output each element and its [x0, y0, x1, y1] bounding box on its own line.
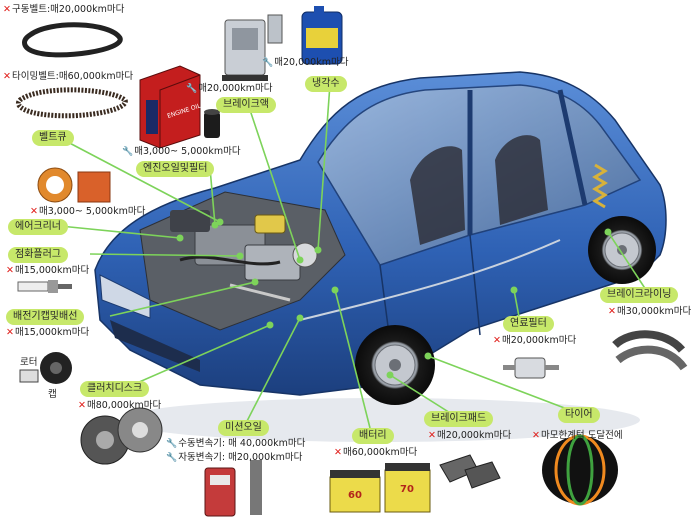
brake-lining-picture — [612, 330, 688, 371]
replace-x-icon: ✕ — [3, 4, 11, 15]
wrench-icon: 🔧 — [262, 58, 274, 68]
fuel-filter-picture — [503, 357, 559, 379]
transmission-oil-machine-picture — [204, 460, 262, 517]
leader-dots — [176, 218, 612, 379]
coolant-label: 냉각수 — [305, 76, 347, 92]
distributor-interval-note: ✕매15,000km마다 — [6, 327, 89, 339]
brake-fluid-interval-2: 매20,000km마다 — [198, 83, 273, 94]
transmission-oil-label: 미션오일 — [218, 420, 269, 436]
timing-belt-name: 타이밍벨트 — [11, 71, 56, 82]
wrench-icon: 🔧 — [122, 147, 134, 157]
brake-lining-label: 브레이크라이닝 — [600, 287, 679, 303]
tire-interval-note: ✕마모한계턱 도달전에 — [532, 430, 623, 442]
engine-oil-interval: 매3,000~ 5,000km마다 — [134, 146, 241, 157]
clutch-disc-label: 클러치디스크 — [80, 381, 150, 397]
distributor-parts-picture — [19, 352, 72, 384]
replace-x-icon: ✕ — [6, 327, 14, 338]
battery-interval-note: ✕매60,000km마다 — [334, 447, 417, 459]
brake-fluid-machine-picture — [222, 14, 283, 81]
battery-interval: 매60,000km마다 — [342, 447, 418, 458]
replace-x-icon: ✕ — [493, 335, 501, 346]
air-cleaner-interval-note: ✕매3,000~ 5,000km마다 — [30, 206, 145, 218]
brake-lining-interval: 매30,000km마다 — [616, 306, 692, 317]
spark-plug-label: 점화플러그 — [8, 247, 68, 263]
fuel-filter-interval: 매20,000km마다 — [501, 335, 577, 346]
drive-belt-callout: ✕구동벨트:매20,000km마다 — [3, 4, 125, 15]
air-cleaner-interval: 매3,000~ 5,000km마다 — [38, 206, 146, 217]
replace-x-icon: ✕ — [532, 430, 540, 441]
timing-belt-callout: ✕타이밍벨트:매60,000km마다 — [3, 71, 134, 82]
coolant-can-picture — [301, 6, 343, 65]
wrench-icon: 🔧 — [166, 439, 178, 449]
replace-x-icon: ✕ — [428, 430, 436, 441]
brake-fluid-label: 브레이크액 — [216, 97, 276, 113]
brake-pad-picture — [439, 454, 501, 489]
auto-transmission-note: 🔧자동변속기: 매20,000km마다 — [166, 452, 302, 464]
fuel-filter-label: 연료필터 — [503, 316, 554, 332]
tire-interval: 마모한계턱 도달전에 — [540, 430, 623, 441]
battery-right-text: 70 — [400, 484, 414, 495]
tire-label: 타이어 — [558, 407, 600, 423]
spark-plug-picture — [17, 280, 72, 293]
battery-label: 배터리 — [352, 428, 394, 444]
car-illustration — [94, 71, 667, 442]
manual-transmission-interval: 수동변속기: 매 40,000km마다 — [178, 438, 306, 449]
replace-x-icon: ✕ — [78, 400, 86, 411]
drive-belt-interval: 매20,000km마다 — [50, 4, 125, 15]
auto-transmission-interval: 자동변속기: 매20,000km마다 — [178, 452, 303, 463]
battery-left-text: 60 — [348, 490, 362, 501]
replace-x-icon: ✕ — [30, 206, 38, 217]
wrench-icon: 🔧 — [186, 84, 198, 94]
spark-plug-interval-note: ✕매15,000km마다 — [6, 265, 89, 277]
spark-plug-interval: 매15,000km마다 — [14, 265, 90, 276]
clutch-disc-interval: 매80,000km마다 — [86, 400, 162, 411]
replace-x-icon: ✕ — [608, 306, 616, 317]
belt-q-label: 벨트큐 — [32, 130, 74, 146]
clutch-disc-interval-note: ✕매80,000km마다 — [78, 400, 161, 412]
engine-oil-can-picture: ENGINE OIL — [139, 65, 202, 149]
brake-lining-interval-note: ✕매30,000km마다 — [608, 306, 691, 318]
oil-filter-picture — [204, 109, 220, 138]
brake-pad-interval-note: ✕매20,000km마다 — [428, 430, 511, 442]
tire-stack-picture — [542, 434, 618, 506]
distributor-label: 배전기캡및배선 — [6, 309, 85, 325]
manual-transmission-note: 🔧수동변속기: 매 40,000km마다 — [166, 438, 305, 450]
replace-x-icon: ✕ — [3, 71, 11, 82]
air-cleaner-label: 에어크리너 — [8, 219, 68, 235]
leader-lines — [59, 83, 651, 429]
cap-caption: 캡 — [48, 389, 57, 400]
timing-belt-picture — [15, 87, 128, 119]
clutch-disc-picture — [80, 407, 163, 465]
brake-pad-interval: 매20,000km마다 — [436, 430, 512, 441]
battery-picture: 60 70 — [329, 463, 431, 513]
drive-belt-name: 구동벨트 — [11, 4, 47, 15]
replace-x-icon: ✕ — [6, 265, 14, 276]
fuel-filter-interval-note: ✕매20,000km마다 — [493, 335, 576, 347]
brake-pad-label: 브레이크패드 — [424, 411, 494, 427]
replace-x-icon: ✕ — [334, 447, 342, 458]
coolant-interval-note: 🔧매20,000km마다 — [262, 57, 348, 69]
distributor-interval: 매15,000km마다 — [14, 327, 90, 338]
wrench-icon: 🔧 — [166, 453, 178, 463]
engine-oil-label: 엔진오일및필터 — [136, 161, 215, 177]
brake-fluid-interval: 매20,000km마다 — [274, 57, 349, 68]
drive-belt-picture — [22, 22, 123, 58]
rotor-caption: 로터 — [20, 357, 38, 368]
timing-belt-interval: 매60,000km마다 — [58, 71, 134, 82]
brake-machine-interval-note: 🔧매20,000km마다 — [186, 83, 272, 95]
engine-oil-interval-note: 🔧매3,000~ 5,000km마다 — [122, 146, 241, 158]
air-filter-picture — [37, 167, 111, 203]
